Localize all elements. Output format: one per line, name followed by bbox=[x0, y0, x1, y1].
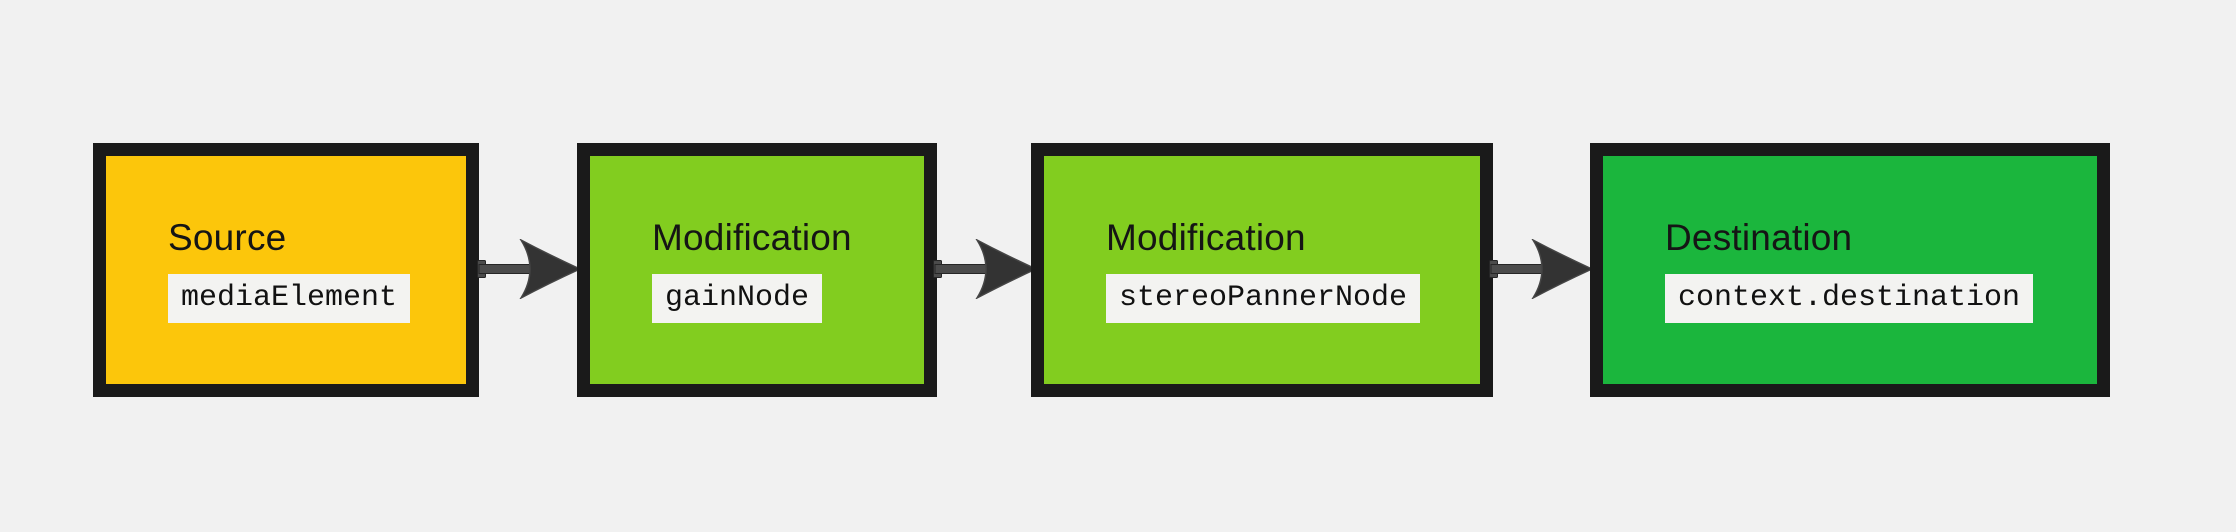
node-title: Modification bbox=[1106, 216, 1306, 258]
node-modification-gain: Modification gainNode bbox=[577, 143, 937, 397]
node-code-chip: gainNode bbox=[652, 274, 823, 324]
arrow-head bbox=[1531, 239, 1593, 299]
flow-arrow-icon bbox=[933, 239, 1037, 299]
node-code-chip: mediaElement bbox=[168, 274, 411, 324]
flow-arrow-icon bbox=[477, 239, 581, 299]
node-title: Modification bbox=[652, 216, 852, 258]
node-title: Source bbox=[168, 216, 287, 258]
flow-arrow-icon bbox=[1489, 239, 1593, 299]
node-destination: Destination context.destination bbox=[1590, 143, 2110, 397]
node-title: Destination bbox=[1665, 216, 1853, 258]
arrow-head bbox=[975, 239, 1037, 299]
node-modification-panner: Modification stereoPannerNode bbox=[1031, 143, 1493, 397]
node-source: Source mediaElement bbox=[93, 143, 479, 397]
node-code-chip: stereoPannerNode bbox=[1106, 274, 1421, 324]
arrow-head bbox=[519, 239, 581, 299]
node-code-chip: context.destination bbox=[1665, 274, 2034, 324]
